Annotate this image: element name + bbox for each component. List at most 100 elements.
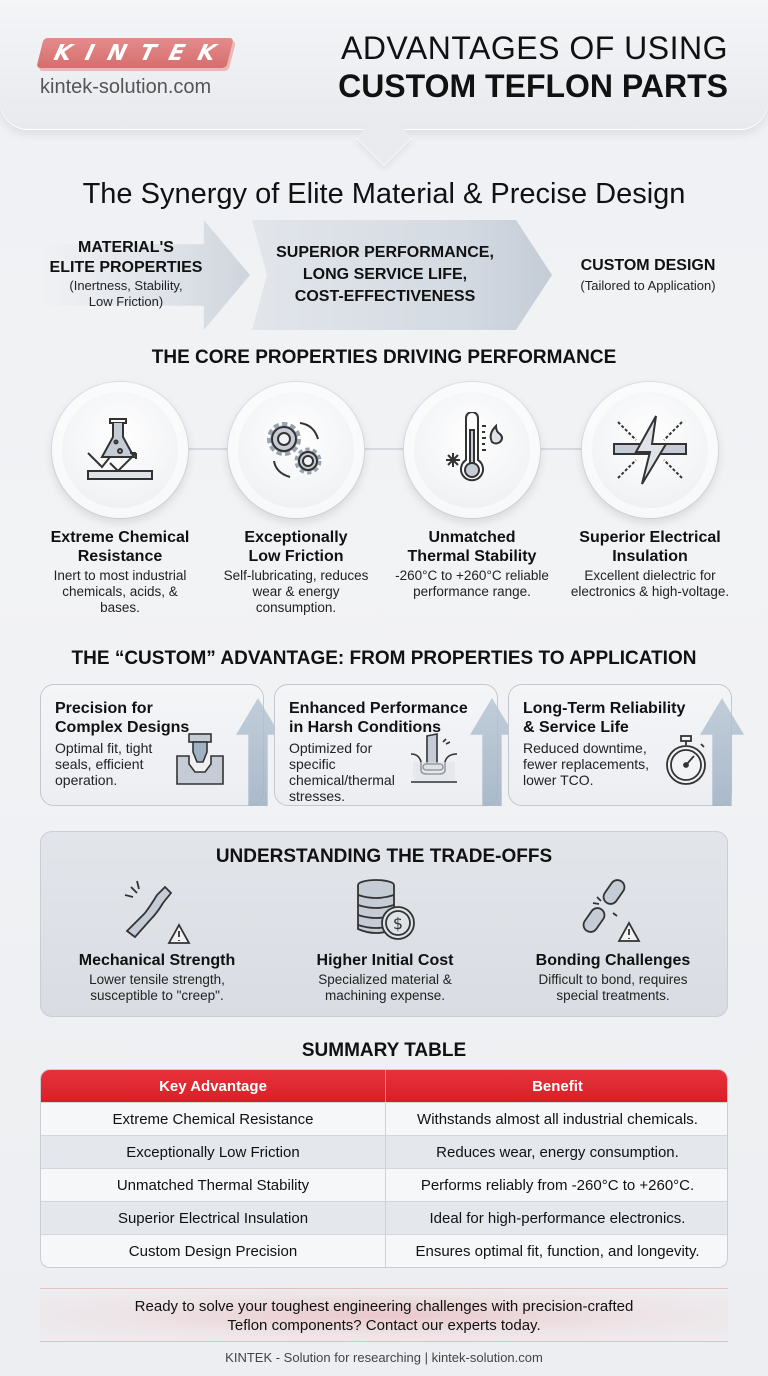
step-title: SUPERIOR PERFORMANCE, [276,244,494,261]
flask-icon [52,382,188,518]
property-low-friction: Exceptionally Low Friction Self-lubricat… [206,382,386,616]
table-cell: Withstands almost all industrial chemica… [385,1103,727,1135]
table-row: Superior Electrical Insulation Ideal for… [41,1201,727,1234]
table-row: Exceptionally Low Friction Reduces wear,… [41,1135,727,1168]
table-cell: Performs reliably from -260°C to +260°C. [385,1169,727,1201]
property-description: Excellent dielectric for electronics & h… [570,568,730,599]
cta-text: Ready to solve your toughest engineering… [134,1298,634,1315]
flow-step-performance: SUPERIOR PERFORMANCE, LONG SERVICE LIFE,… [256,242,514,308]
tradeoff-description: Difficult to bond, requires [538,972,688,987]
bent-bar-warning-icon [47,876,267,946]
card-title: Complex Designs [55,719,190,736]
property-description: Self-lubricating, reduces wear & energy … [223,568,369,615]
tradeoff-name: Higher Initial Cost [316,952,454,969]
tradeoffs-title: UNDERSTANDING THE TRADE-OFFS [215,846,553,867]
tradeoff-description: Specialized material & [318,972,452,987]
card-description: Optimal fit, tight [55,740,153,756]
flow-step-material: MATERIAL'S ELITE PROPERTIES (Inertness, … [36,238,216,310]
mold-icon [175,732,227,791]
property-description: -260°C to +260°C reliable performance ra… [395,568,549,599]
table-cell: Ideal for high-performance electronics. [385,1202,727,1234]
card-reliability: Long-Term Reliability & Service Life Red… [508,684,732,806]
kintek-logo[interactable]: KINTEK [36,38,234,68]
property-name: Exceptionally Low Friction [244,529,348,565]
step-subtitle: (Tailored to Application) [580,278,716,293]
custom-advantage-cards: Precision for Complex Designs Optimal fi… [0,684,768,808]
property-electrical-insulation: Superior Electrical Insulation Excellent… [560,382,740,600]
tradeoff-mechanical-strength: Mechanical Strength Lower tensile streng… [47,876,267,1004]
step-title: ELITE PROPERTIES [49,259,203,276]
tradeoff-name: Bonding Challenges [535,952,691,969]
thermometer-icon [404,382,540,518]
tradeoffs-panel: UNDERSTANDING THE TRADE-OFFS Mechanical … [40,831,728,1017]
card-description: fewer replacements, [523,756,650,772]
card-title: & Service Life [523,719,629,736]
property-name: Unmatched Thermal Stability [407,529,537,565]
synergy-title: The Synergy of Elite Material & Precise … [82,178,686,210]
card-description: chemical/thermal [289,772,395,788]
broken-chain-warning-icon [503,876,723,946]
tradeoff-initial-cost: $ Higher Initial Cost Specialized materi… [275,876,495,1004]
summary-table: Key Advantage Benefit Extreme Chemical R… [40,1069,728,1268]
column-header: Benefit [385,1070,727,1102]
step-subtitle: (Inertness, Stability, [69,278,183,293]
table-cell: Extreme Chemical Resistance [112,1110,314,1128]
tradeoff-description: susceptible to "creep". [90,988,224,1003]
flow-step-custom-design: CUSTOM DESIGN (Tailored to Application) [548,256,748,296]
tradeoff-name: Mechanical Strength [78,952,236,969]
property-name: Superior Electrical Insulation [579,529,721,565]
step-title: CUSTOM DESIGN [580,257,716,274]
table-cell: Superior Electrical Insulation [117,1209,309,1227]
table-cell: Ensures optimal fit, function, and longe… [385,1235,727,1267]
cta-text: Teflon components? Contact our experts t… [227,1317,541,1334]
custom-advantage-title: THE “CUSTOM” ADVANTAGE: FROM PROPERTIES … [71,648,697,669]
table-cell: Custom Design Precision [128,1242,298,1260]
property-chemical-resistance: Extreme Chemical Resistance Inert to mos… [30,382,210,616]
page-title-line2: CUSTOM TEFLON PARTS [338,68,728,104]
card-description: Reduced downtime, [523,740,647,756]
table-cell: Reduces wear, energy consumption. [385,1136,727,1168]
table-row: Unmatched Thermal Stability Performs rel… [41,1168,727,1201]
synergy-flow: MATERIAL'S ELITE PROPERTIES (Inertness, … [0,220,768,330]
property-thermal-stability: Unmatched Thermal Stability -260°C to +2… [382,382,562,600]
card-title: in Harsh Conditions [289,719,441,736]
step-title: MATERIAL'S [78,239,174,256]
table-cell: Unmatched Thermal Stability [116,1176,310,1194]
card-description: seals, efficient [55,756,144,772]
coins-dollar-icon: $ [275,876,495,946]
svg-text:$: $ [393,914,403,933]
tradeoff-description: machining expense. [324,988,446,1003]
table-header-row: Key Advantage Benefit [41,1070,727,1102]
logo-text: KINTEK [51,40,233,66]
footer-text: KINTEK - Solution for researching | kint… [225,1350,543,1365]
card-description: lower TCO. [523,772,594,788]
call-to-action-banner[interactable]: Ready to solve your toughest engineering… [40,1288,728,1342]
card-precision: Precision for Complex Designs Optimal fi… [40,684,264,806]
core-properties-title: THE CORE PROPERTIES DRIVING PERFORMANCE [151,347,617,368]
card-title: Long-Term Reliability [523,700,686,717]
table-row: Extreme Chemical Resistance Withstands a… [41,1102,727,1135]
gears-icon [228,382,364,518]
tradeoff-description: Lower tensile strength, [89,972,225,987]
property-description: Inert to most industrial chemicals, acid… [53,568,187,615]
property-name: Extreme Chemical Resistance [50,529,190,565]
tradeoff-bonding: Bonding Challenges Difficult to bond, re… [503,876,723,1004]
seal-icon [409,732,461,791]
step-title: COST-EFFECTIVENESS [294,288,476,305]
card-description: stresses. [289,788,346,804]
step-title: LONG SERVICE LIFE, [302,266,468,283]
card-title: Precision for [55,700,153,717]
page-title-line1: ADVANTAGES OF USING [340,30,728,66]
lightning-icon [582,382,718,518]
tradeoff-description: special treatments. [556,988,670,1003]
core-properties: Extreme Chemical Resistance Inert to mos… [0,382,768,615]
summary-table-title: SUMMARY TABLE [301,1040,467,1061]
stopwatch-icon [663,734,709,791]
step-subtitle: Low Friction) [88,294,164,309]
logo-url[interactable]: kintek-solution.com [40,76,212,98]
header-banner: KINTEK kintek-solution.com ADVANTAGES OF… [0,0,768,130]
table-row: Custom Design Precision Ensures optimal … [41,1234,727,1267]
card-description: operation. [55,772,118,788]
card-description: Optimized for specific [289,740,373,772]
table-cell: Exceptionally Low Friction [126,1143,300,1161]
